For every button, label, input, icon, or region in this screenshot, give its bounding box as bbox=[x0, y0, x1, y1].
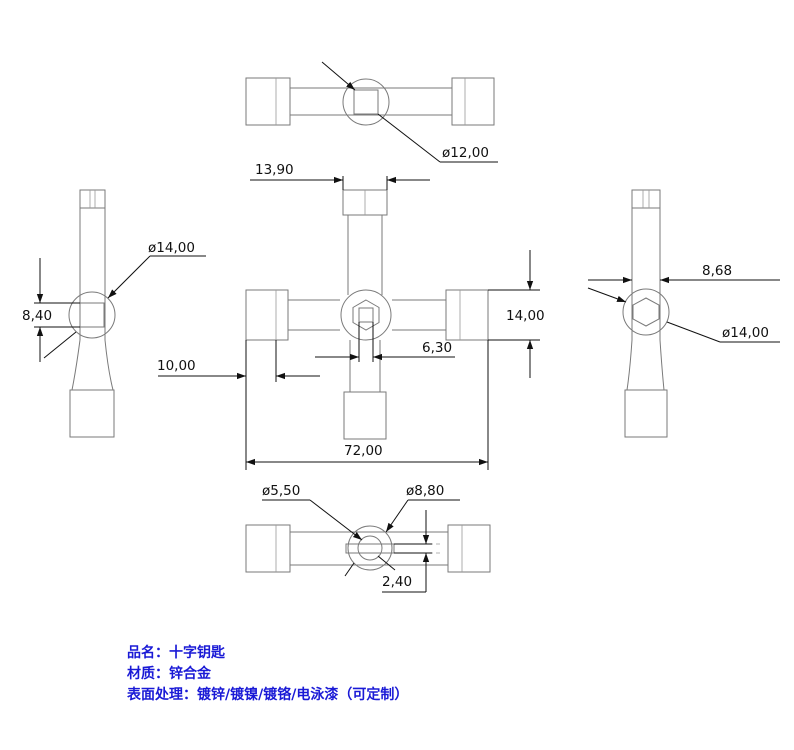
left-square-label: 8,40 bbox=[22, 308, 52, 324]
spec-value: 镀锌/镀镍/镀铬/电泳漆（可定制） bbox=[197, 687, 409, 703]
spec-value: 十字钥匙 bbox=[169, 645, 225, 661]
spec-label: 品名： bbox=[127, 645, 169, 661]
center-view: 13,90 14,00 6,30 10,00 72,00 bbox=[157, 162, 545, 470]
bottom-small-diameter-label: ø5,50 bbox=[262, 483, 300, 499]
bottom-large-diameter-label: ø8,80 bbox=[406, 483, 444, 499]
arm-length-label: 10,00 bbox=[157, 358, 196, 374]
top-diameter-label: ø12,00 bbox=[442, 145, 489, 161]
center-height-label: 14,00 bbox=[506, 308, 545, 324]
spec-label: 材质： bbox=[127, 666, 169, 682]
left-diameter-label: ø14,00 bbox=[148, 240, 195, 256]
left-view: 8,40 ø14,00 bbox=[22, 189, 206, 438]
right-diameter-label: ø14,00 bbox=[722, 325, 769, 341]
spec-value: 锌合金 bbox=[169, 666, 211, 682]
spec-label: 表面处理： bbox=[127, 687, 197, 703]
spec-material: 材质：锌合金 bbox=[127, 664, 647, 685]
overall-length-label: 72,00 bbox=[344, 443, 383, 459]
tip-width-label: 13,90 bbox=[255, 162, 294, 178]
spec-surface-treatment: 表面处理：镀锌/镀镍/镀铬/电泳漆（可定制） bbox=[127, 685, 647, 706]
bottom-slot-label: 2,40 bbox=[382, 574, 412, 590]
top-view: ø12,00 bbox=[245, 61, 498, 163]
product-specs: 品名：十字钥匙 材质：锌合金 表面处理：镀锌/镀镍/镀铬/电泳漆（可定制） bbox=[127, 643, 647, 706]
center-square-label: 6,30 bbox=[422, 340, 452, 356]
spec-product-name: 品名：十字钥匙 bbox=[127, 643, 647, 664]
right-hex-label: 8,68 bbox=[702, 263, 732, 279]
bottom-view: ø5,50 ø8,80 2,40 bbox=[245, 483, 491, 593]
right-view: 8,68 ø14,00 bbox=[587, 189, 780, 438]
